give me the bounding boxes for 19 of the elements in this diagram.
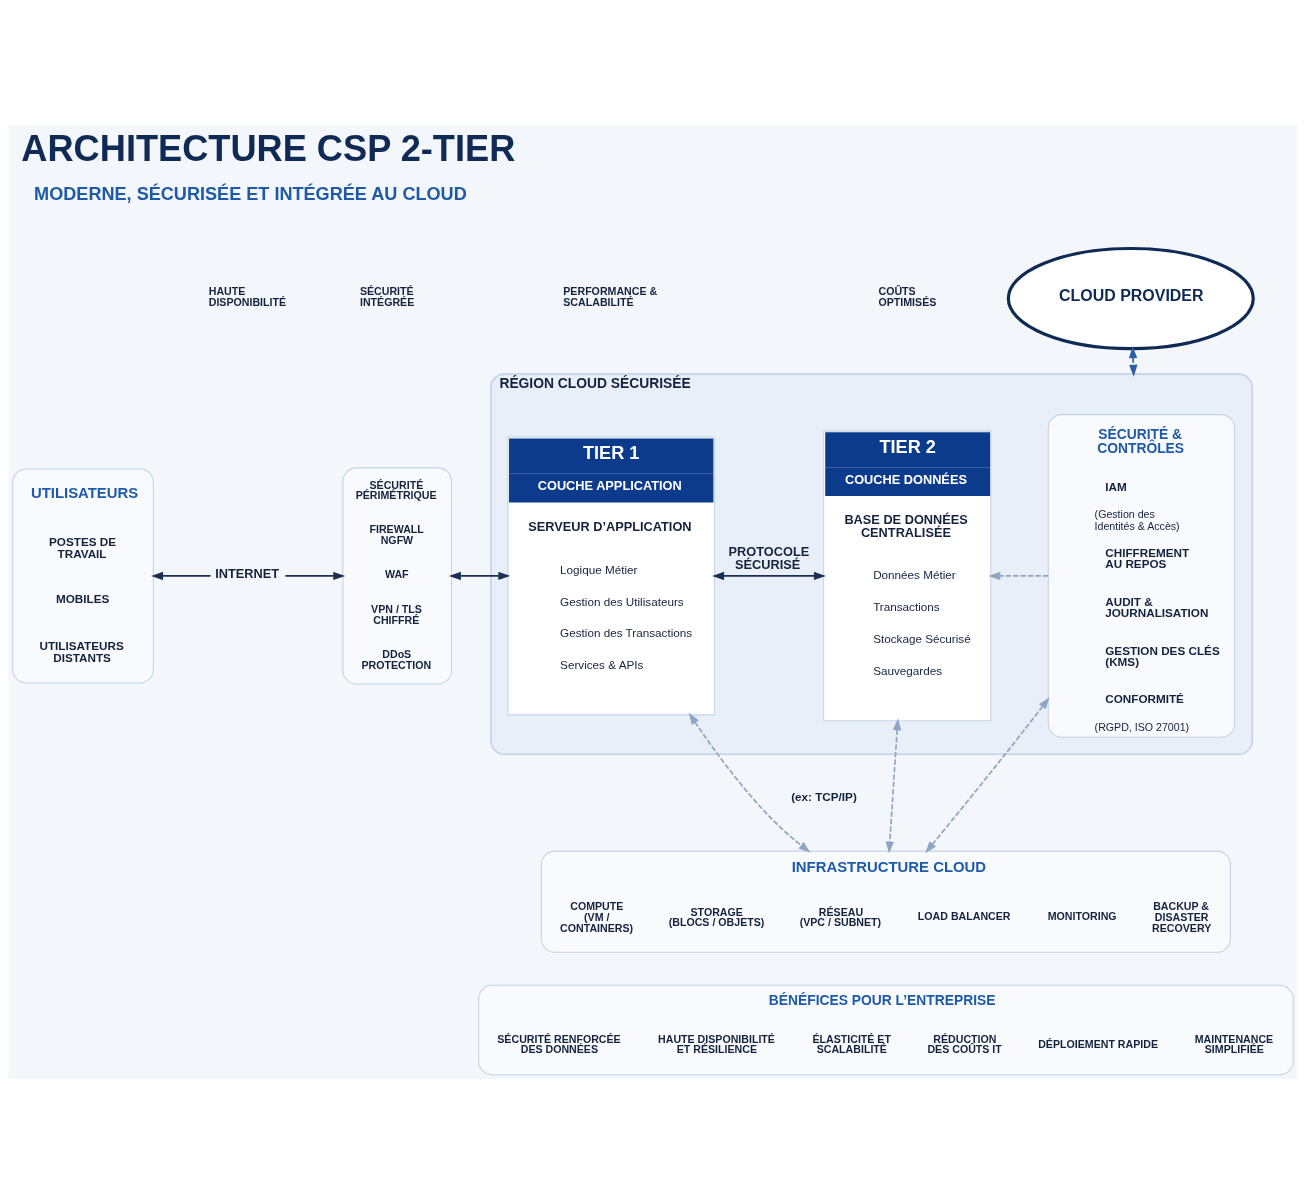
node-text: INTERNET: [215, 566, 279, 582]
arrow: [284, 571, 346, 581]
label: HAUTE DISPONIBILITÉ: [208, 285, 287, 308]
label: COÛTS OPTIMISÉS: [878, 285, 937, 308]
label: (ex: TCP/IP): [791, 789, 857, 803]
arrow: [448, 571, 511, 581]
arrow: [1128, 346, 1138, 377]
node-ellipse: CLOUD PROVIDER: [1006, 246, 1255, 351]
arrow: [688, 712, 811, 853]
label: SÉCURITÉ INTÉGRÉE: [359, 285, 415, 308]
arrow: [712, 571, 826, 581]
label: MODERNE, SÉCURISÉE ET INTÉGRÉE AU CLOUD: [34, 184, 467, 205]
label: PERFORMANCE & SCALABILITÉ: [563, 285, 658, 308]
arrow: [151, 571, 212, 581]
edge-label: PROTOCOLE SÉCURISÉ: [728, 544, 810, 573]
arrow: [925, 697, 1050, 854]
arrow: [885, 718, 902, 854]
arrow: [988, 571, 1050, 581]
diagram-title: ARCHITECTURE CSP 2-TIER: [21, 128, 516, 170]
